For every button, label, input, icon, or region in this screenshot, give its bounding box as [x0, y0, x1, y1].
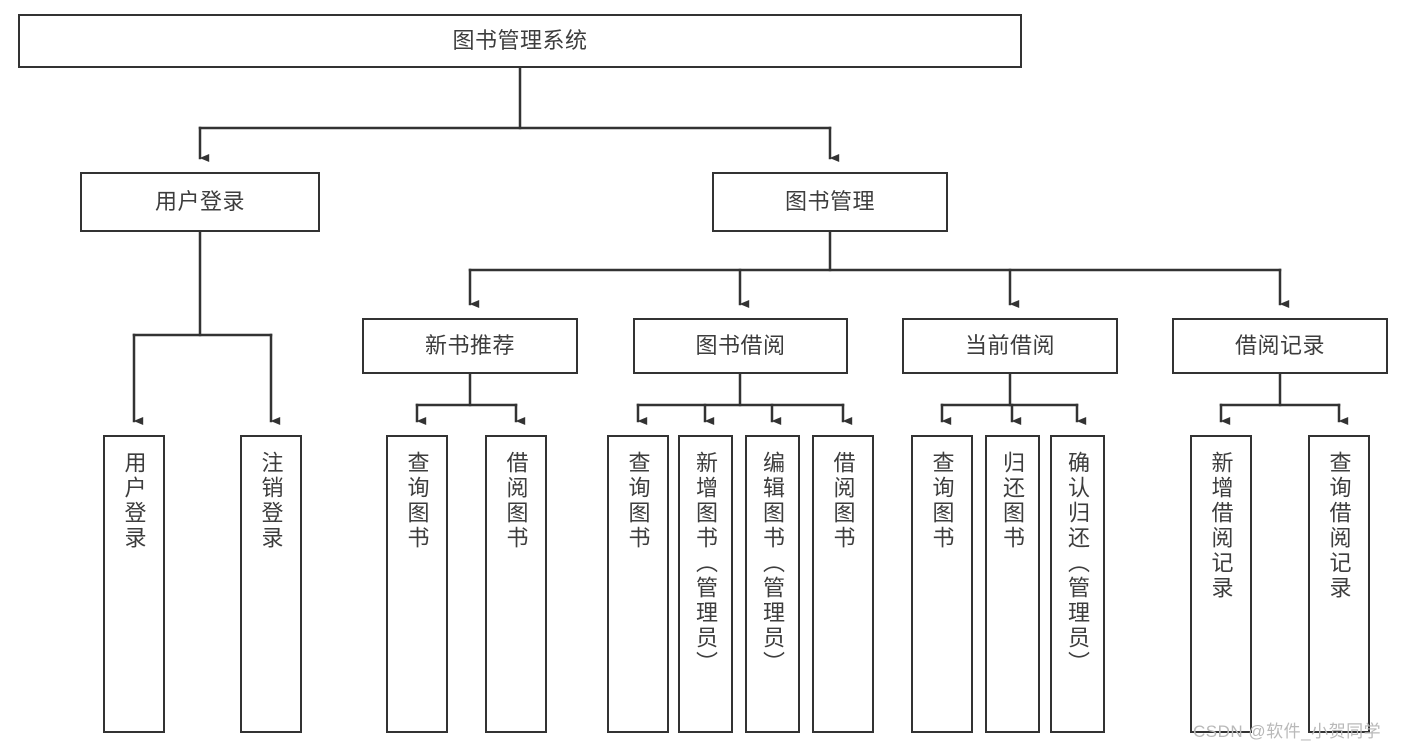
node-leaf-confirm-return-label: 确认归还（管理员） [1065, 451, 1091, 676]
node-leaf-add-record-label: 新增借阅记录 [1208, 451, 1234, 601]
node-user-login[interactable]: 用户登录 [80, 172, 320, 232]
node-leaf-query-book-2[interactable]: 查询图书 [607, 435, 669, 733]
node-user-login-label: 用户登录 [154, 189, 245, 215]
node-new-book-recommend[interactable]: 新书推荐 [362, 318, 578, 374]
node-leaf-edit-book[interactable]: 编辑图书（管理员） [745, 435, 800, 733]
node-leaf-query-book-1-label: 查询图书 [404, 451, 430, 551]
node-current-borrow-label: 当前借阅 [964, 333, 1055, 359]
node-book-manage-label: 图书管理 [784, 189, 875, 215]
node-leaf-add-book[interactable]: 新增图书（管理员） [678, 435, 733, 733]
node-leaf-return-book-label: 归还图书 [1000, 451, 1026, 551]
node-leaf-add-book-label: 新增图书（管理员） [693, 451, 719, 676]
node-book-manage[interactable]: 图书管理 [712, 172, 948, 232]
csdn-watermark: CSDN @软件_小贺同学 [1193, 722, 1382, 741]
node-leaf-borrow-book-2[interactable]: 借阅图书 [812, 435, 874, 733]
node-leaf-query-book-3[interactable]: 查询图书 [911, 435, 973, 733]
node-leaf-borrow-book-1[interactable]: 借阅图书 [485, 435, 547, 733]
node-leaf-confirm-return[interactable]: 确认归还（管理员） [1050, 435, 1105, 733]
node-root-label: 图书管理系统 [452, 28, 588, 54]
node-leaf-logout[interactable]: 注销登录 [240, 435, 302, 733]
node-leaf-borrow-book-1-label: 借阅图书 [503, 451, 529, 551]
node-leaf-logout-label: 注销登录 [258, 451, 284, 551]
node-book-borrow-label: 图书借阅 [695, 333, 786, 359]
node-new-book-recommend-label: 新书推荐 [424, 333, 515, 359]
node-leaf-user-login[interactable]: 用户登录 [103, 435, 165, 733]
node-leaf-query-book-1[interactable]: 查询图书 [386, 435, 448, 733]
node-leaf-user-login-label: 用户登录 [121, 451, 147, 551]
node-borrow-record[interactable]: 借阅记录 [1172, 318, 1388, 374]
node-root[interactable]: 图书管理系统 [18, 14, 1022, 68]
node-leaf-add-record[interactable]: 新增借阅记录 [1190, 435, 1252, 733]
node-leaf-query-record-label: 查询借阅记录 [1326, 451, 1352, 601]
node-leaf-edit-book-label: 编辑图书（管理员） [760, 451, 786, 676]
node-current-borrow[interactable]: 当前借阅 [902, 318, 1118, 374]
node-leaf-query-book-2-label: 查询图书 [625, 451, 651, 551]
node-borrow-record-label: 借阅记录 [1234, 333, 1325, 359]
node-leaf-borrow-book-2-label: 借阅图书 [830, 451, 856, 551]
node-leaf-query-book-3-label: 查询图书 [929, 451, 955, 551]
node-leaf-return-book[interactable]: 归还图书 [985, 435, 1040, 733]
node-leaf-query-record[interactable]: 查询借阅记录 [1308, 435, 1370, 733]
node-book-borrow[interactable]: 图书借阅 [633, 318, 848, 374]
